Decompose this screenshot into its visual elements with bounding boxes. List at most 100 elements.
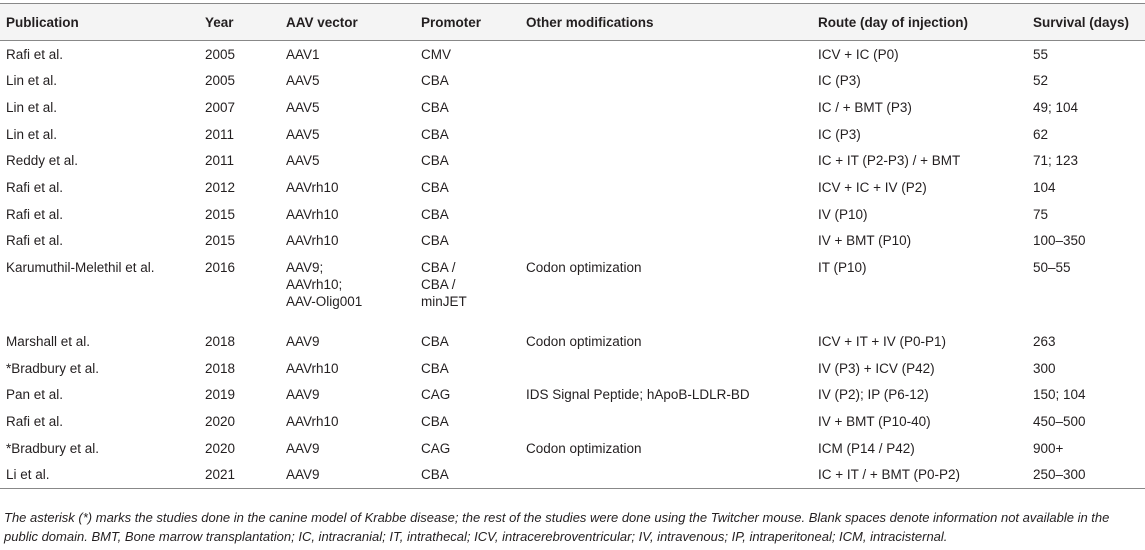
cell-vector: AAV5 bbox=[286, 126, 320, 142]
table-row: Karumuthil-Melethil et al. 2016 AAV9;AAVrh… bbox=[0, 254, 1145, 328]
cell-promoter: CBA bbox=[421, 360, 449, 376]
cell-publication: Li et al. bbox=[6, 467, 50, 483]
cell-other-modifications bbox=[520, 41, 812, 68]
cell-route: IV (P10) bbox=[818, 206, 868, 222]
header-row: Publication Year AAV vector Promoter Oth… bbox=[0, 3, 1145, 41]
header-other-modifications: Other modifications bbox=[526, 14, 654, 30]
cell-other-modifications bbox=[520, 174, 812, 201]
cell-other-modifications bbox=[520, 355, 812, 382]
cell-publication: Karumuthil-Melethil et al. bbox=[6, 260, 155, 275]
cell-route: IV (P2); IP (P6-12) bbox=[818, 387, 929, 403]
cell-survival: 900+ bbox=[1033, 440, 1064, 456]
cell-survival: 50–55 bbox=[1033, 260, 1071, 275]
cell-year: 2007 bbox=[205, 99, 236, 115]
cell-year: 2005 bbox=[205, 47, 236, 62]
cell-route: IC (P3) bbox=[818, 126, 861, 142]
cell-survival: 71; 123 bbox=[1033, 153, 1079, 169]
cell-other-modifications bbox=[520, 67, 812, 94]
cell-route: IT (P10) bbox=[818, 260, 867, 275]
cell-survival: 250–300 bbox=[1033, 467, 1086, 483]
cell-route: ICV + IC + IV (P2) bbox=[818, 179, 927, 195]
cell-year: 2011 bbox=[205, 126, 235, 142]
cell-survival: 55 bbox=[1033, 47, 1049, 62]
cell-year: 2021 bbox=[205, 467, 236, 483]
cell-other-modifications: IDS Signal Peptide; hApoB-LDLR-BD bbox=[526, 387, 750, 403]
cell-publication: Lin et al. bbox=[6, 73, 58, 89]
cell-promoter: CBA bbox=[421, 206, 449, 222]
cell-promoter: CBA bbox=[421, 233, 449, 249]
gene-therapy-table: Publication Year AAV vector Promoter Oth… bbox=[0, 3, 1145, 489]
cell-vector: AAV5 bbox=[286, 153, 320, 169]
cell-survival: 49; 104 bbox=[1033, 99, 1079, 115]
cell-vector: AAVrh10 bbox=[286, 206, 339, 222]
cell-publication: Rafi et al. bbox=[6, 179, 64, 195]
header-year: Year bbox=[205, 14, 234, 30]
cell-promoter: CBA /CBA /minJET bbox=[421, 260, 467, 309]
cell-route: ICM (P14 / P42) bbox=[818, 440, 915, 456]
cell-year: 2015 bbox=[205, 233, 236, 249]
cell-vector: AAV9 bbox=[286, 387, 320, 403]
header-survival: Survival (days) bbox=[1033, 14, 1130, 30]
cell-vector: AAV9;AAVrh10;AAV-Olig001 bbox=[286, 260, 363, 309]
cell-other-modifications: Codon optimization bbox=[526, 260, 642, 275]
cell-promoter: CBA bbox=[421, 467, 449, 483]
cell-other-modifications bbox=[520, 461, 812, 488]
cell-publication: Rafi et al. bbox=[6, 233, 64, 249]
cell-publication: *Bradbury et al. bbox=[6, 360, 100, 376]
cell-year: 2020 bbox=[205, 440, 236, 456]
cell-publication: Pan et al. bbox=[6, 387, 64, 403]
table-header: Publication Year AAV vector Promoter Oth… bbox=[0, 3, 1145, 41]
cell-other-modifications bbox=[520, 147, 812, 174]
cell-other-modifications: Codon optimization bbox=[526, 334, 642, 349]
cell-publication: *Bradbury et al. bbox=[6, 440, 100, 456]
cell-vector: AAVrh10 bbox=[286, 360, 339, 376]
cell-survival: 62 bbox=[1033, 126, 1049, 142]
cell-vector: AAV9 bbox=[286, 467, 320, 483]
cell-year: 2012 bbox=[205, 179, 236, 195]
cell-vector: AAV5 bbox=[286, 73, 320, 89]
cell-vector: AAVrh10 bbox=[286, 179, 339, 195]
cell-promoter: CBA bbox=[421, 99, 449, 115]
cell-publication: Lin et al. bbox=[6, 99, 58, 115]
cell-publication: Reddy et al. bbox=[6, 153, 79, 169]
cell-promoter: CMV bbox=[421, 47, 451, 62]
cell-year: 2018 bbox=[205, 360, 236, 376]
cell-route: ICV + IT + IV (P0-P1) bbox=[818, 334, 947, 349]
header-vector: AAV vector bbox=[286, 14, 358, 30]
cell-vector: AAV5 bbox=[286, 99, 320, 115]
cell-vector: AAVrh10 bbox=[286, 414, 339, 430]
cell-promoter: CBA bbox=[421, 126, 449, 142]
cell-year: 2019 bbox=[205, 387, 236, 403]
cell-promoter: CBA bbox=[421, 153, 449, 169]
cell-route: IC + IT / + BMT (P0-P2) bbox=[818, 467, 961, 483]
cell-year: 2018 bbox=[205, 334, 236, 349]
cell-other-modifications bbox=[520, 408, 812, 435]
cell-survival: 75 bbox=[1033, 206, 1049, 222]
table-footnote: The asterisk (*) marks the studies done … bbox=[4, 510, 1110, 544]
cell-other-modifications bbox=[520, 227, 812, 254]
cell-year: 2015 bbox=[205, 206, 236, 222]
cell-vector: AAV9 bbox=[286, 334, 320, 349]
cell-publication: Rafi et al. bbox=[6, 206, 64, 222]
cell-survival: 450–500 bbox=[1033, 414, 1086, 430]
cell-other-modifications bbox=[520, 121, 812, 148]
cell-vector: AAVrh10 bbox=[286, 233, 339, 249]
cell-route: IC + IT (P2-P3) / + BMT bbox=[818, 153, 961, 169]
cell-route: IV (P3) + ICV (P42) bbox=[818, 360, 935, 376]
cell-year: 2016 bbox=[205, 260, 236, 275]
cell-promoter: CBA bbox=[421, 414, 449, 430]
cell-route: ICV + IC (P0) bbox=[818, 47, 899, 62]
cell-year: 2005 bbox=[205, 73, 236, 89]
cell-publication: Rafi et al. bbox=[6, 47, 64, 62]
cell-survival: 263 bbox=[1033, 334, 1056, 349]
header-publication: Publication bbox=[6, 14, 79, 30]
cell-vector: AAV9 bbox=[286, 440, 320, 456]
